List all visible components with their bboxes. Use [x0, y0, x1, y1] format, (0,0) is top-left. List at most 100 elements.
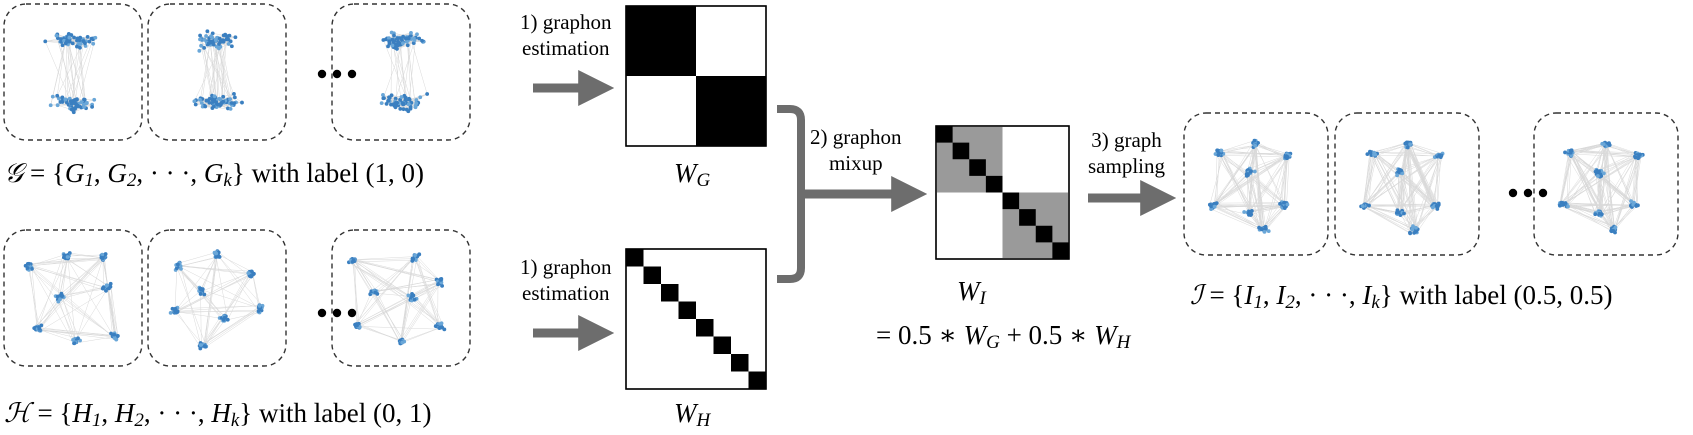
- matrix-diagonal-block: [731, 354, 749, 372]
- set-g-label-text: with label: [251, 158, 359, 188]
- ellipsis-dots-g: [317, 69, 357, 79]
- step-sampling-line1: 3) graph: [1091, 128, 1162, 152]
- set-g-close: }: [231, 158, 245, 188]
- graphon-matrix-wg: [625, 5, 767, 147]
- ellipsis-dots-h: [317, 308, 357, 318]
- matrix-diagonal-block: [1002, 192, 1020, 210]
- graph-nodes: [192, 29, 244, 111]
- graphon-label-wh-sub: H: [696, 410, 711, 431]
- set-g-elem-2: G: [107, 158, 127, 188]
- graph-panel-g2: [147, 3, 287, 141]
- set-i-sub-2: 2: [1285, 292, 1295, 313]
- set-h-label-value: (0, 1): [373, 398, 432, 428]
- set-i-sep-1: ,: [1262, 280, 1277, 310]
- set-h-close: }: [239, 398, 253, 428]
- panel-frame: [3, 229, 143, 367]
- graph-panel-hk: [331, 229, 471, 367]
- matrix-diagonal-block: [985, 175, 1003, 193]
- set-caption-h: ℋ = {H1, H2, · · ·, Hk} with label (0, 1…: [4, 398, 432, 431]
- set-i-elem-2: I: [1276, 280, 1286, 310]
- formula-part-1: = 0.5 ∗: [876, 320, 964, 350]
- set-h-ellipsis: · · ·: [157, 398, 198, 428]
- panel-frame: [331, 3, 471, 141]
- set-h-sub-2: 2: [134, 410, 144, 431]
- set-i-sub-1: 1: [1253, 292, 1263, 313]
- graphon-label-wg: WG: [674, 160, 710, 191]
- set-h-symbol: ℋ: [4, 398, 31, 429]
- set-g-symbol: 𝒢: [4, 158, 24, 189]
- graph-nodes: [347, 252, 447, 346]
- set-g-sep-2: ,: [136, 158, 150, 188]
- set-g-sub-1: 1: [84, 170, 94, 191]
- matrix-diagonal-block: [969, 159, 986, 176]
- step-mixup-line1: 2) graphon: [810, 125, 902, 149]
- formula-w-h: W: [1094, 320, 1117, 350]
- graphon-mix-formula: = 0.5 ∗ WG + 0.5 ∗ WH: [876, 320, 1131, 353]
- set-h-elem-k: H: [211, 398, 231, 428]
- set-h-sep-2: ,: [143, 398, 158, 428]
- graph-nodes: [23, 251, 120, 346]
- matrix-diagonal-block: [626, 249, 644, 267]
- graph-nodes: [1359, 140, 1445, 236]
- graph-panel-gk: [331, 3, 471, 141]
- set-caption-i: ℐ = {I1, I2, · · ·, Ik} with label (0.5,…: [1190, 280, 1612, 313]
- matrix-diagonal-block: [696, 319, 714, 337]
- set-g-open: = {: [29, 158, 65, 188]
- step-sampling-line2: sampling: [1088, 154, 1165, 178]
- panel-frame: [147, 3, 287, 141]
- graphon-label-wh: WH: [674, 400, 711, 431]
- step-mixup: 2) graphon mixup: [810, 124, 902, 176]
- matrix-diagonal-block: [1019, 209, 1036, 226]
- ellipsis-dots-i: [1508, 188, 1548, 198]
- set-g-sub-k: k: [223, 170, 232, 191]
- graph-panel-i2: [1334, 112, 1480, 256]
- set-h-label-text: with label: [259, 398, 367, 428]
- matrix-diagonal-block: [952, 142, 970, 160]
- set-g-label-value: (1, 0): [365, 158, 425, 188]
- step-mixup-line2: mixup: [828, 151, 883, 175]
- matrix-diagonal-block: [661, 284, 679, 302]
- graph-panel-h2: [147, 229, 287, 367]
- matrix-diagonal-block: [936, 126, 953, 143]
- set-i-ellipsis: · · ·: [1308, 280, 1349, 310]
- step-estimation-bottom-line1: 1) graphon: [520, 255, 612, 279]
- set-g-ellipsis: · · ·: [149, 158, 191, 188]
- graph-nodes: [379, 30, 430, 114]
- formula-sub-g: G: [986, 332, 1000, 353]
- set-i-elem-k: I: [1362, 280, 1372, 310]
- formula-sub-h: H: [1116, 332, 1131, 353]
- graphon-label-wi-sub: I: [979, 288, 986, 309]
- set-g-elem-1: G: [64, 158, 85, 188]
- graph-nodes: [168, 249, 265, 351]
- set-h-sep-3: ,: [197, 398, 212, 428]
- graphon-matrix-wh: [625, 248, 767, 390]
- set-h-sub-k: k: [230, 410, 240, 431]
- graphon-matrix-wi: [935, 125, 1070, 260]
- matrix-diagonal-block: [696, 76, 766, 146]
- mixup-bracket: [777, 105, 805, 283]
- set-i-symbol: ℐ: [1190, 280, 1203, 311]
- matrix-diagonal-block: [713, 336, 731, 354]
- formula-w-g: W: [963, 320, 987, 350]
- panel-frame: [331, 229, 471, 367]
- set-h-elem-2: H: [114, 398, 135, 428]
- graph-panel-g1: [3, 3, 143, 141]
- graphon-label-wi-base: W: [957, 276, 980, 306]
- matrix-diagonal-block: [678, 301, 696, 319]
- set-i-sep-3: ,: [1348, 280, 1363, 310]
- step-estimation-top: 1) graphon estimation: [520, 9, 612, 61]
- panel-frame: [1533, 112, 1679, 256]
- set-g-sep-3: ,: [190, 158, 204, 188]
- matrix-diagonal-block: [748, 371, 766, 389]
- graph-panel-ik: [1533, 112, 1679, 256]
- graph-panel-h1: [3, 229, 143, 367]
- graph-edges: [348, 254, 445, 344]
- matrix-diagonal-block: [1035, 225, 1053, 243]
- graph-nodes: [43, 32, 98, 115]
- set-g-sub-2: 2: [126, 170, 137, 191]
- panel-frame: [1183, 112, 1329, 256]
- step-estimation-top-line2: estimation: [522, 36, 610, 60]
- matrix-diagonal-block: [1052, 242, 1069, 259]
- set-h-sep-1: ,: [101, 398, 115, 428]
